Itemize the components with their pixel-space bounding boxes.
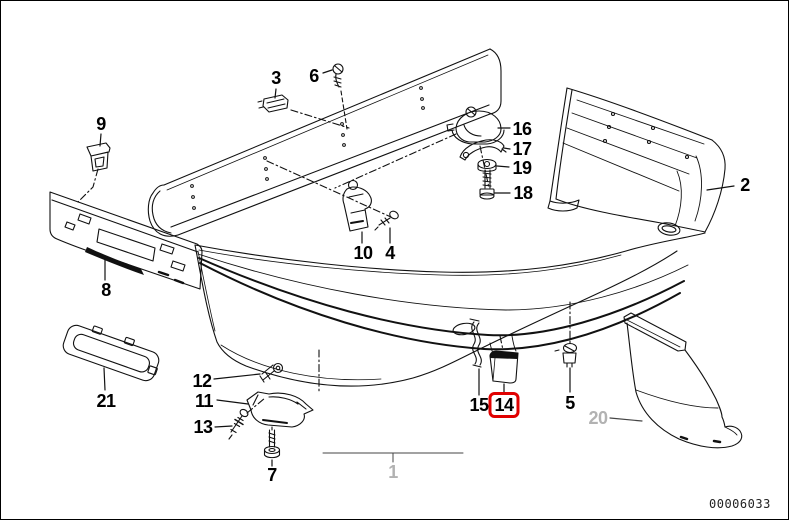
bumper-corner-drawing (547, 87, 726, 236)
part-label-3[interactable]: 3 (271, 68, 281, 88)
part-label-2[interactable]: 2 (740, 175, 750, 195)
plate-frame-drawing (62, 324, 160, 382)
part-label-7[interactable]: 7 (267, 465, 277, 485)
part-label-14[interactable]: 14 (488, 392, 520, 418)
part-label-20[interactable]: 20 (588, 408, 608, 428)
part-label-6[interactable]: 6 (309, 66, 319, 86)
hardware-drawing (86, 63, 578, 459)
plate-base-drawing (49, 191, 203, 290)
part-label-21[interactable]: 21 (96, 391, 116, 411)
part-label-15[interactable]: 15 (469, 395, 489, 415)
impact-bar-drawing (147, 48, 502, 237)
part-label-11[interactable]: 11 (194, 391, 214, 411)
leader-lines (99, 69, 735, 467)
part-label-12[interactable]: 12 (192, 371, 212, 391)
image-number: 00006033 (709, 497, 771, 511)
assembly-lines (77, 109, 571, 414)
part-label-16[interactable]: 16 (512, 119, 532, 139)
part-label-9[interactable]: 9 (96, 114, 106, 134)
part-label-8[interactable]: 8 (101, 280, 111, 300)
bumper-trim-drawing (194, 232, 706, 387)
part-label-13[interactable]: 13 (193, 417, 213, 437)
part-label-18[interactable]: 18 (513, 183, 533, 203)
part-label-4[interactable]: 4 (385, 243, 395, 263)
part-label-17[interactable]: 17 (512, 139, 532, 159)
part-label-1[interactable]: 1 (388, 462, 398, 482)
splash-guard-drawing (623, 312, 743, 449)
part-label-5[interactable]: 5 (565, 393, 575, 413)
part-label-19[interactable]: 19 (512, 158, 532, 178)
part-label-10[interactable]: 10 (353, 243, 373, 263)
